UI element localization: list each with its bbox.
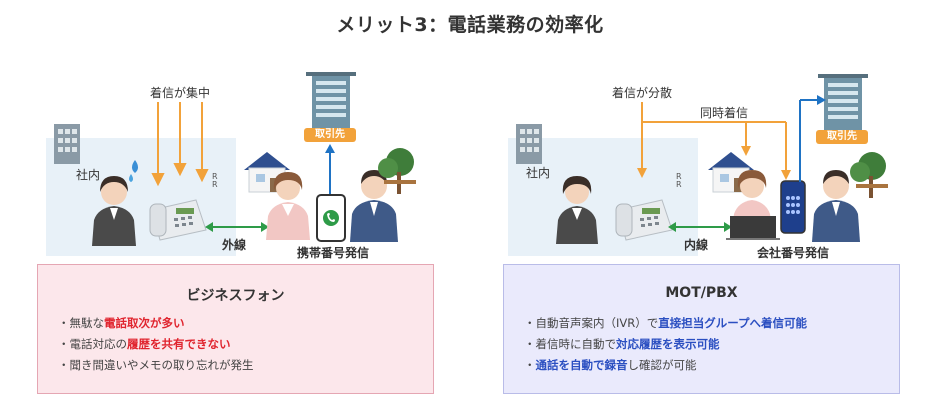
tree-bench-icon (850, 152, 888, 198)
incoming-distributed-label: 着信が分散 (612, 86, 673, 100)
desk-phone-icon (149, 199, 207, 241)
office-building-icon (54, 124, 80, 164)
client-tag-right: 取引先 (816, 130, 868, 144)
female-employee-icon (266, 172, 310, 240)
smartphone-icon (780, 180, 806, 234)
office-label-right: 社内 (526, 166, 551, 180)
male-employee-icon (812, 170, 860, 242)
client-building-icon (306, 72, 356, 128)
remote-worker-laptop-icon (726, 170, 780, 240)
stressed-employee-icon (92, 174, 136, 246)
outgoing-arrow-right (799, 95, 826, 182)
client-tag-left: 取引先 (304, 128, 356, 142)
list-item: ・無駄な電話取次が多い (58, 316, 185, 330)
business-phone-panel: ビジネスフォン ・無駄な電話取次が多い ・電話対応の履歴を共有できない ・聞き間… (37, 264, 434, 394)
list-item: ・聞き間違いやメモの取り忘れが発生 (58, 358, 254, 372)
mot-pbx-title: MOT/PBX (665, 285, 738, 301)
sweat-drop-icon (132, 160, 138, 173)
list-item: ・通話を自動で録音し確認が可能 (524, 358, 697, 372)
list-item: ・電話対応の履歴を共有できない (58, 337, 231, 351)
outgoing-arrow-left (325, 144, 335, 194)
company-number-call-label: 会社番号発信 (757, 246, 830, 260)
distributed-arrows-right (637, 102, 791, 180)
female-employee-icon (556, 176, 598, 244)
mot-pbx-benefits: ・自動音声案内（IVR）で直接担当グループへ着信可能 ・着信時に自動で対応履歴を… (524, 313, 807, 376)
simultaneous-ring-label: 同時着信 (700, 106, 749, 120)
incoming-concentrated-label: 着信が集中 (150, 86, 211, 100)
page-title: メリット3：電話業務の効率化 (336, 14, 604, 36)
business-phone-title: ビジネスフォン (186, 288, 285, 304)
list-item: ・着信時に自動で対応履歴を表示可能 (524, 337, 720, 351)
tree-bench-icon (378, 148, 416, 194)
client-building-icon (818, 74, 868, 130)
internal-line-label: 内線 (684, 238, 709, 252)
internal-line-arrow (668, 222, 732, 232)
smartphone-icon (316, 194, 346, 242)
business-phone-issues: ・無駄な電話取次が多い ・電話対応の履歴を共有できない ・聞き間違いやメモの取り… (58, 313, 254, 376)
incoming-arrows-left (151, 102, 209, 187)
male-employee-icon (350, 170, 398, 242)
office-building-icon (516, 124, 542, 164)
desk-phone-icon (615, 199, 673, 241)
office-label-left: 社内 (76, 168, 101, 182)
external-line-label: 外線 (222, 238, 247, 252)
mobile-call-label: 携帯番号発信 (297, 246, 370, 260)
external-line-arrow (205, 222, 269, 232)
mot-pbx-panel: MOT/PBX ・自動音声案内（IVR）で直接担当グループへ着信可能 ・着信時に… (503, 264, 900, 394)
list-item: ・自動音声案内（IVR）で直接担当グループへ着信可能 (524, 316, 808, 330)
